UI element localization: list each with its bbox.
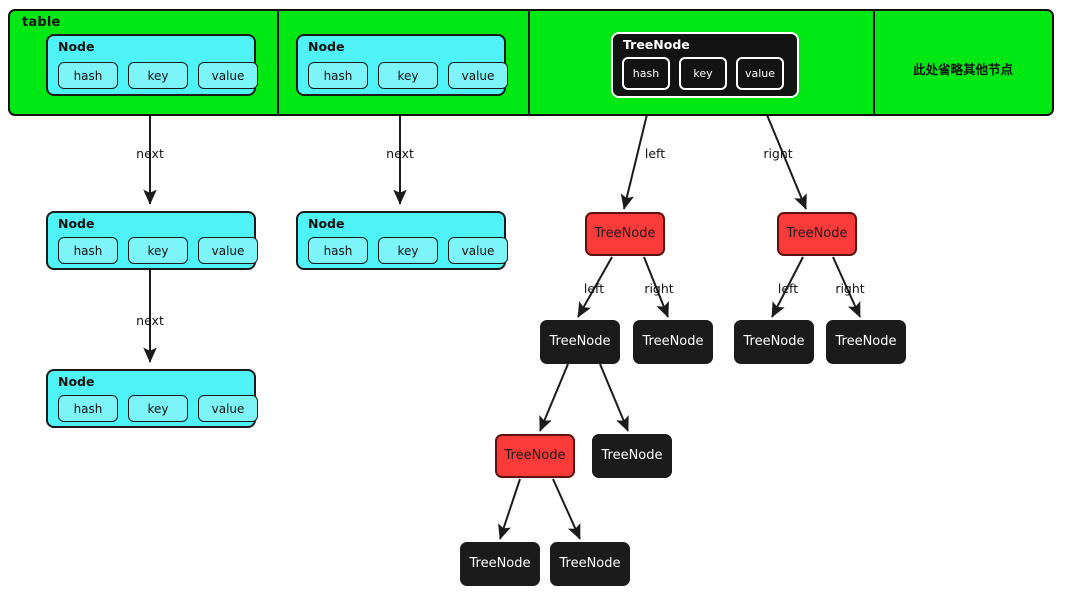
tree-node-l4-right[interactable]: TreeNode (550, 542, 630, 586)
tree-node-l3-left[interactable]: TreeNode (495, 434, 575, 478)
table-bucket-0-node[interactable]: Node hash key value (46, 34, 258, 96)
omitted-nodes-label: 此处省略其他节点 (912, 62, 1014, 77)
node-title: Node (58, 216, 95, 231)
edge-label-next: next (136, 146, 164, 161)
tree-node-l2-b[interactable]: TreeNode (633, 320, 713, 364)
table-cell-divider-2 (528, 11, 530, 114)
edge-label-right: right (835, 281, 865, 296)
table-cell-divider-3 (873, 11, 875, 114)
node-field-hash: hash (308, 237, 368, 264)
node-field-key: key (128, 395, 188, 422)
tree-node-l2-a[interactable]: TreeNode (540, 320, 620, 364)
node-field-hash: hash (58, 62, 118, 89)
chain-a-node-2[interactable]: Node hash key value (46, 369, 258, 428)
edge-label-next: next (136, 313, 164, 328)
treenode-root-title: TreeNode (623, 37, 690, 52)
chain-b-node-1[interactable]: Node hash key value (296, 211, 508, 270)
node-field-key: key (128, 237, 188, 264)
table-bucket-2-treenode-root[interactable]: TreeNode hash key value (611, 32, 799, 98)
node-field-value: value (198, 237, 258, 264)
tree-node-l3-right[interactable]: TreeNode (592, 434, 672, 478)
node-field-hash: hash (58, 237, 118, 264)
node-field-value: value (198, 395, 258, 422)
chain-a-node-1[interactable]: Node hash key value (46, 211, 258, 270)
tree-node-l2-d[interactable]: TreeNode (826, 320, 906, 364)
node-field-key: key (378, 62, 438, 89)
node-title: Node (58, 39, 95, 54)
edge-label-right: right (763, 146, 793, 161)
node-title: Node (58, 374, 95, 389)
treenode-field-hash: hash (622, 57, 670, 90)
tree-node-l2-c[interactable]: TreeNode (734, 320, 814, 364)
node-field-key: key (128, 62, 188, 89)
node-field-key: key (378, 237, 438, 264)
table-bucket-1-node[interactable]: Node hash key value (296, 34, 508, 96)
tree-node-l1-left[interactable]: TreeNode (585, 212, 665, 256)
table-title: table (22, 15, 61, 30)
node-field-value: value (198, 62, 258, 89)
node-title: Node (308, 216, 345, 231)
edge-label-right: right (644, 281, 674, 296)
table-cell-divider-1 (277, 11, 279, 114)
treenode-field-key: key (679, 57, 727, 90)
node-field-hash: hash (58, 395, 118, 422)
node-title: Node (308, 39, 345, 54)
tree-node-l1-right[interactable]: TreeNode (777, 212, 857, 256)
node-field-value: value (448, 237, 508, 264)
node-field-value: value (448, 62, 508, 89)
edge-label-next: next (386, 146, 414, 161)
edge-label-left: left (583, 281, 605, 296)
treenode-field-value: value (736, 57, 784, 90)
edge-label-left: left (777, 281, 799, 296)
tree-node-l4-left[interactable]: TreeNode (460, 542, 540, 586)
edge-label-left: left (644, 146, 666, 161)
node-field-hash: hash (308, 62, 368, 89)
